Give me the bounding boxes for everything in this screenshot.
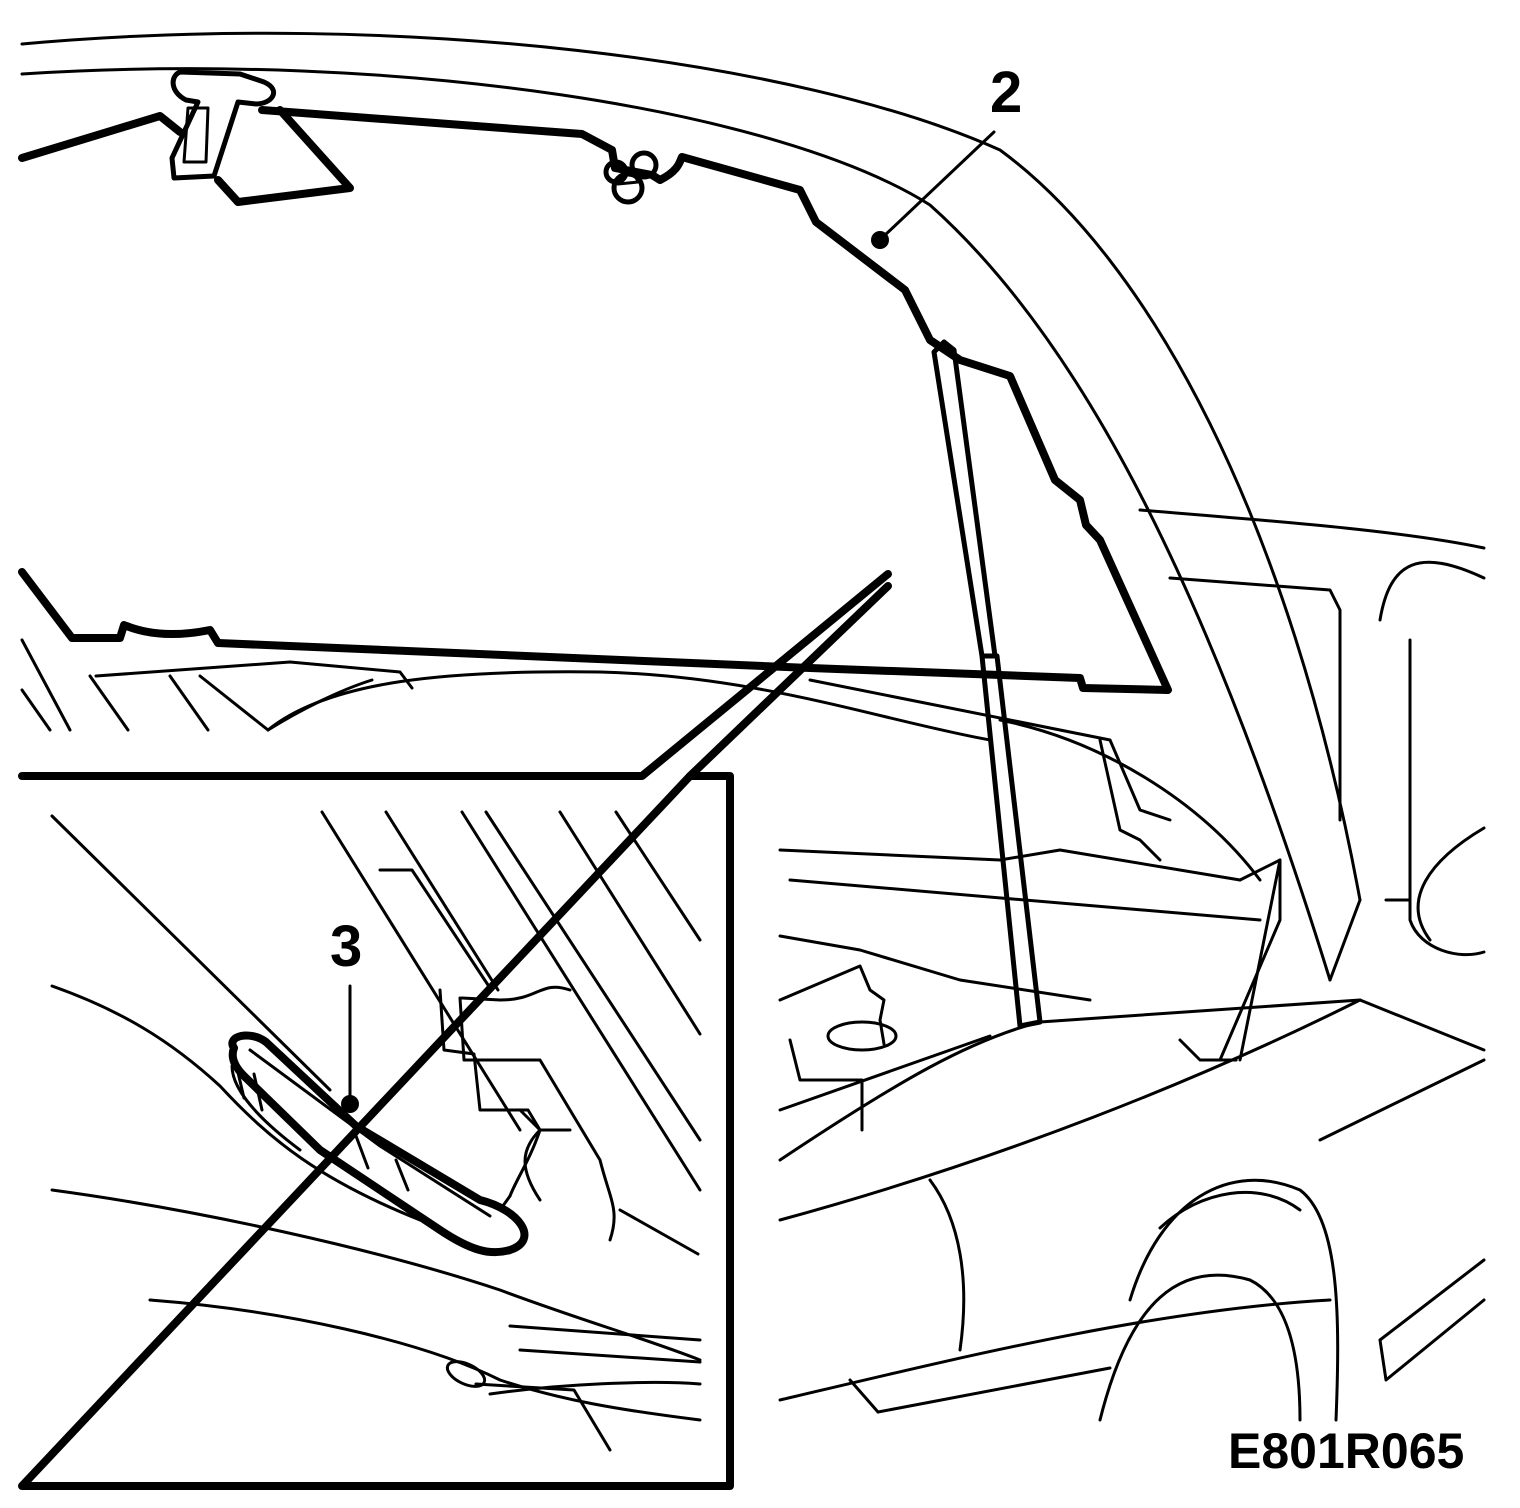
engine-bay-lines: [20, 508, 1486, 1422]
inset-frame: [18, 570, 892, 1490]
hood-clip-center: [603, 150, 659, 205]
figure-code: E801R065: [1228, 1423, 1464, 1479]
hood-seal-strip: [228, 1031, 529, 1257]
callout-3: 3: [330, 914, 362, 1113]
inset-detail-lines: [50, 810, 702, 1452]
callout-label-3: 3: [330, 914, 362, 979]
hood-outer-edge: [20, 31, 1362, 982]
callout-label-2: 2: [990, 60, 1022, 125]
hood-inner-panel: [18, 106, 1172, 694]
hood-gas-strut: [931, 339, 1043, 1029]
hood-clip-left: [169, 69, 277, 181]
callout-2: 2: [871, 60, 1022, 249]
callout-dot-3: [341, 1095, 359, 1113]
callout-dot-2: [871, 231, 889, 249]
